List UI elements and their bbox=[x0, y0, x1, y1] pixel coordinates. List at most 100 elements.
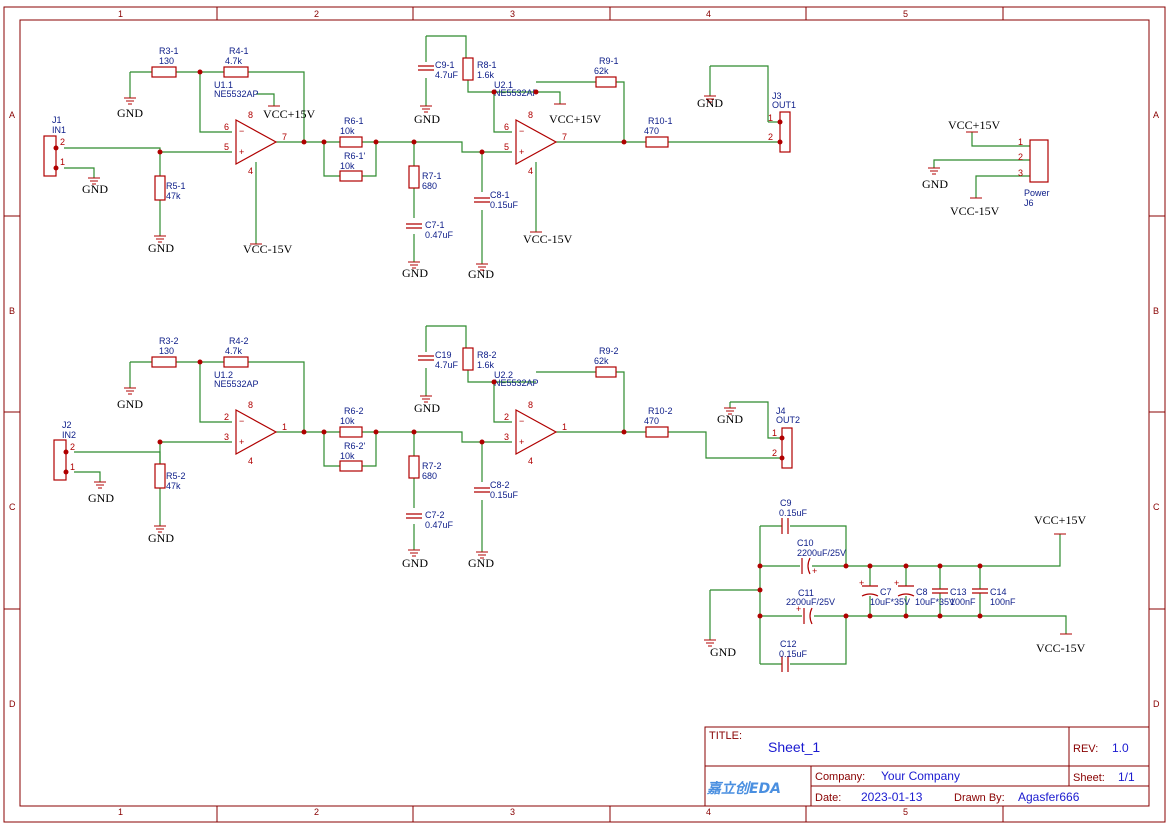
j4-connector bbox=[781, 427, 793, 469]
gnd-label: GND bbox=[148, 241, 174, 255]
r6b-2-value: 10k bbox=[340, 451, 355, 461]
svg-text:1: 1 bbox=[768, 113, 773, 123]
svg-text:−: − bbox=[239, 126, 244, 136]
resistor-r4 bbox=[223, 66, 249, 78]
c12-ref: C12 bbox=[780, 639, 797, 649]
c8-ref: C8-1 bbox=[490, 190, 510, 200]
r5-2-ref: R5-2 bbox=[166, 471, 186, 481]
c8-value: 0.15uF bbox=[490, 200, 519, 210]
vneg-label: VCC-15V bbox=[950, 204, 1000, 218]
c19-value: 4.7uF bbox=[435, 360, 459, 370]
c10-ref: C10 bbox=[797, 538, 814, 548]
u2-2-ref: U2.2 bbox=[494, 370, 513, 380]
sheet-value: 1/1 bbox=[1118, 770, 1135, 784]
vpos-label: VCC+15V bbox=[263, 107, 315, 121]
r4-2-value: 4.7k bbox=[225, 346, 243, 356]
c11-value: 2200uF/25V bbox=[786, 597, 835, 607]
svg-text:+: + bbox=[519, 147, 524, 157]
row-label: C bbox=[1153, 502, 1160, 512]
vpos-label: VCC+15V bbox=[1034, 513, 1086, 527]
c7-value: 0.47uF bbox=[425, 230, 454, 240]
col-label: 5 bbox=[903, 9, 908, 19]
svg-text:+: + bbox=[239, 147, 244, 157]
gnd-label: GND bbox=[117, 106, 143, 120]
row-label: C bbox=[9, 502, 16, 512]
r6b-2-ref: R6-2' bbox=[344, 441, 366, 451]
c7-ref: C7-1 bbox=[425, 220, 445, 230]
c12-value: 0.15uF bbox=[779, 649, 808, 659]
j3-ref: J3 bbox=[772, 91, 782, 101]
col-label: 2 bbox=[314, 9, 319, 19]
capacitor-c7-2 bbox=[406, 513, 422, 519]
channel-2-wires bbox=[74, 325, 782, 552]
j3-name: OUT1 bbox=[772, 100, 796, 110]
channel-2-power: GND GND GND GND GND GND GND bbox=[88, 387, 743, 570]
gnd-label: GND bbox=[717, 412, 743, 426]
svg-text:4: 4 bbox=[528, 456, 533, 466]
c9-value: 4.7uF bbox=[435, 70, 459, 80]
capacitor-c14 bbox=[972, 588, 988, 594]
title-block: TITLE: Sheet_1 REV: 1.0 嘉立创EDA Company: … bbox=[704, 726, 1150, 807]
svg-text:4: 4 bbox=[248, 456, 253, 466]
r10-value: 470 bbox=[644, 126, 659, 136]
r5-ref: R5-1 bbox=[166, 181, 186, 191]
capacitor-c8 bbox=[474, 197, 490, 203]
r4-value: 4.7k bbox=[225, 56, 243, 66]
svg-text:1: 1 bbox=[1018, 137, 1023, 147]
r9-value: 62k bbox=[594, 66, 609, 76]
svg-text:8: 8 bbox=[528, 110, 533, 120]
sheet-title: Sheet_1 bbox=[768, 739, 820, 755]
c8-2-value: 0.15uF bbox=[490, 490, 519, 500]
resistor-r3-2 bbox=[151, 356, 177, 368]
r5-2-value: 47k bbox=[166, 481, 181, 491]
c7-supply-value: 10uF*35V bbox=[870, 597, 910, 607]
gnd-label: GND bbox=[117, 397, 143, 411]
svg-text:5: 5 bbox=[504, 142, 509, 152]
svg-text:6: 6 bbox=[504, 122, 509, 132]
j6-name: Power bbox=[1024, 188, 1050, 198]
j6-connector bbox=[1029, 139, 1049, 183]
r6b-value: 10k bbox=[340, 161, 355, 171]
svg-text:1: 1 bbox=[282, 422, 287, 432]
rev-key: REV: bbox=[1073, 743, 1098, 755]
c14-value: 100nF bbox=[990, 597, 1016, 607]
r10-ref: R10-1 bbox=[648, 116, 673, 126]
vneg-label: VCC-15V bbox=[523, 232, 573, 246]
c8-supply-value: 10uF*35V bbox=[915, 597, 955, 607]
gnd-label: GND bbox=[414, 112, 440, 126]
j1-connector bbox=[43, 135, 57, 177]
resistor-r9-2 bbox=[595, 366, 617, 378]
row-label: D bbox=[1153, 699, 1160, 709]
r7-2-value: 680 bbox=[422, 471, 437, 481]
r9-2-value: 62k bbox=[594, 356, 609, 366]
svg-text:2: 2 bbox=[224, 412, 229, 422]
col-label: 2 bbox=[314, 807, 319, 817]
r3-2-value: 130 bbox=[159, 346, 174, 356]
supply-filter: C9 0.15uF + C10 2200uF/25V + C11 2200uF/… bbox=[704, 498, 1086, 672]
row-label: B bbox=[9, 306, 15, 316]
capacitor-c7-supply bbox=[861, 585, 879, 597]
svg-text:3: 3 bbox=[1018, 168, 1023, 178]
r8-2-ref: R8-2 bbox=[477, 350, 497, 360]
r8-2-value: 1.6k bbox=[477, 360, 495, 370]
resistor-r7 bbox=[408, 165, 420, 189]
vneg-label: VCC-15V bbox=[243, 242, 293, 256]
row-labels-left: A B C D bbox=[9, 110, 16, 709]
svg-text:8: 8 bbox=[248, 400, 253, 410]
svg-text:1: 1 bbox=[70, 462, 75, 472]
col-label: 4 bbox=[706, 807, 711, 817]
resistor-r3 bbox=[151, 66, 177, 78]
u2-part: NE5532AP bbox=[494, 88, 539, 98]
gnd-label: GND bbox=[468, 267, 494, 281]
gnd-label: GND bbox=[82, 182, 108, 196]
svg-text:+: + bbox=[796, 604, 801, 614]
svg-text:1: 1 bbox=[60, 157, 65, 167]
col-label: 4 bbox=[706, 9, 711, 19]
r10-2-value: 470 bbox=[644, 416, 659, 426]
resistor-r8 bbox=[462, 57, 474, 81]
company-key: Company: bbox=[815, 771, 865, 783]
vpos-label: VCC+15V bbox=[948, 118, 1000, 132]
svg-text:+: + bbox=[894, 578, 899, 588]
outer-frame bbox=[3, 6, 1166, 823]
r6a-value: 10k bbox=[340, 126, 355, 136]
